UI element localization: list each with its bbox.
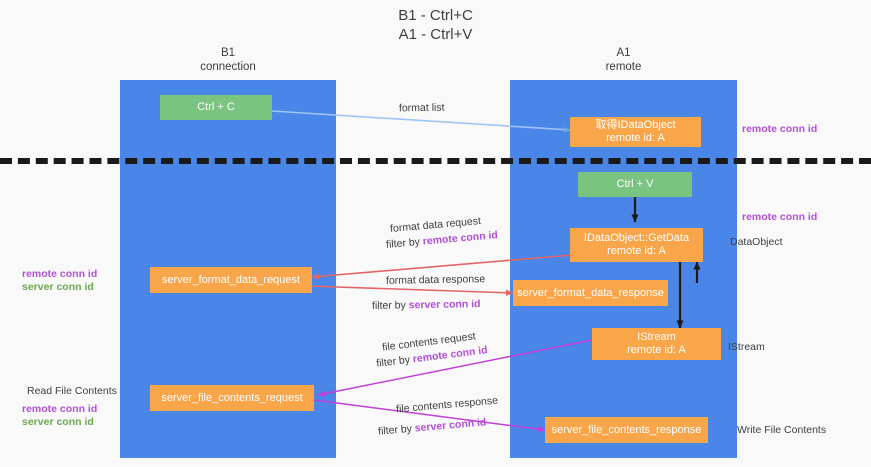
edge-label-file-contents-response: file contents response	[396, 395, 499, 417]
diagram-title: B1 - Ctrl+C A1 - Ctrl+V	[0, 6, 871, 44]
lane-header-b1: B1 connection	[120, 46, 336, 74]
box-idataobject-getdata-line1: IDataObject::GetData	[583, 232, 690, 244]
box-ctrl-v[interactable]: Ctrl + V	[578, 172, 692, 197]
filter-prefix: filter by	[377, 422, 416, 438]
phase-divider	[0, 158, 871, 164]
side-label-remote-conn-id-mid: remote conn id	[742, 211, 817, 224]
side-label-remote-conn-id-mid-text: remote conn id	[742, 211, 818, 223]
filter-prefix: filter by	[375, 353, 414, 370]
side-label-read-file-contents: Read File Contents	[27, 385, 117, 398]
edge-label-file-contents-response-text: file contents response	[395, 394, 499, 416]
side-label-left-remote-conn-id-bot-text: remote conn id	[22, 403, 98, 415]
box-idataobject-getdata[interactable]: IDataObject::GetData remote id: A	[570, 228, 703, 262]
box-server-file-contents-request-label: server_file_contents_request	[161, 391, 303, 404]
box-ctrl-c-label: Ctrl + C	[197, 101, 235, 113]
box-ctrl-v-label: Ctrl + V	[616, 178, 654, 190]
lane-header-a1-sub: remote	[605, 61, 642, 73]
edge-label-format-data-response-text: format data response	[385, 273, 486, 287]
side-label-remote-conn-id-top: remote conn id	[742, 123, 817, 136]
title-line-1: B1 - Ctrl+C	[398, 7, 473, 24]
filter-prefix: filter by	[371, 299, 409, 312]
side-label-remote-conn-id-top-text: remote conn id	[742, 123, 818, 135]
box-server-file-contents-request[interactable]: server_file_contents_request	[150, 385, 314, 411]
box-server-format-data-response-label: server_format_data_response	[517, 286, 664, 299]
box-istream-line2: remote id: A	[627, 344, 686, 356]
side-label-read-file-contents-text: Read File Contents	[27, 385, 117, 397]
box-istream[interactable]: IStream remote id: A	[592, 328, 721, 360]
side-label-left-remote-conn-id-mid-text: remote conn id	[22, 268, 98, 280]
side-label-write-file-contents: Write File Contents	[737, 424, 826, 437]
filter-key-server-conn-id: server conn id	[408, 298, 481, 312]
edge-label-format-data-response-filter: filter by server conn id	[372, 298, 481, 313]
side-label-left-server-conn-id-bot: server conn id	[22, 416, 94, 429]
lane-header-a1: A1 remote	[510, 46, 737, 74]
side-label-istream: IStream	[728, 341, 765, 354]
side-label-istream-text: IStream	[728, 341, 765, 353]
side-label-left-server-conn-id-mid-text: server conn id	[22, 281, 94, 293]
box-get-idataobject[interactable]: 取得IDataObject remote id: A	[570, 117, 701, 147]
box-server-file-contents-response-label: server_file_contents_response	[551, 423, 702, 436]
filter-key-server-conn-id: server conn id	[414, 416, 487, 435]
box-istream-line1: IStream	[637, 331, 676, 343]
edge-label-format-list: format list	[399, 102, 445, 116]
side-label-left-remote-conn-id-bot: remote conn id	[22, 403, 97, 416]
side-label-left-server-conn-id-mid: server conn id	[22, 281, 94, 294]
edge-label-format-data-response: format data response	[386, 273, 485, 288]
box-server-format-data-request[interactable]: server_format_data_request	[150, 267, 312, 293]
edge-label-format-list-text: format list	[398, 101, 445, 115]
box-get-idataobject-line1: 取得IDataObject	[595, 119, 676, 131]
box-server-format-data-request-label: server_format_data_request	[161, 273, 301, 286]
side-label-write-file-contents-text: Write File Contents	[737, 424, 827, 436]
side-label-dataobject: DataObject	[730, 236, 783, 249]
lane-header-a1-name: A1	[616, 47, 631, 59]
side-label-left-remote-conn-id-mid: remote conn id	[22, 268, 97, 281]
box-get-idataobject-line2: remote id: A	[606, 132, 665, 144]
lane-header-b1-sub: connection	[200, 61, 256, 73]
box-server-format-data-response[interactable]: server_format_data_response	[513, 280, 668, 306]
box-ctrl-c[interactable]: Ctrl + C	[160, 95, 272, 120]
box-idataobject-getdata-line2: remote id: A	[607, 245, 666, 257]
filter-prefix: filter by	[385, 235, 424, 251]
box-server-file-contents-response[interactable]: server_file_contents_response	[545, 417, 708, 443]
side-label-dataobject-text: DataObject	[730, 236, 783, 248]
title-line-2: A1 - Ctrl+V	[398, 26, 473, 43]
side-label-left-server-conn-id-bot-text: server conn id	[22, 416, 94, 428]
edge-label-file-contents-response-filter: filter by server conn id	[378, 416, 487, 438]
lane-header-b1-name: B1	[220, 47, 236, 59]
